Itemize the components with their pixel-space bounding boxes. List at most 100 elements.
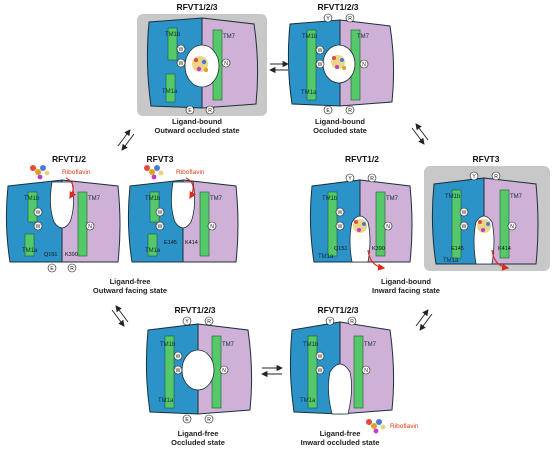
caption-line2: Occluded state (313, 126, 367, 135)
residue-r: R (207, 319, 211, 325)
state-lf-outward-rfvt3: RFVT3 TM1b TM1a TM7 W W N E145 K414 Ribo… (127, 154, 239, 263)
blue-domain (146, 17, 203, 109)
open-cavity (328, 363, 352, 415)
residue-w: W (176, 354, 181, 360)
residue-w: W (318, 368, 323, 374)
caption-line2: Inward occluded state (301, 438, 380, 447)
state-header: RFVT1/2/3 (176, 2, 217, 12)
caption-line2: Inward facing state (372, 286, 440, 295)
tm7-label: TM7 (222, 342, 235, 348)
helix-tm1a (165, 73, 176, 103)
residue-label-k414: K414 (185, 240, 198, 246)
tm1b-label: TM1b (302, 34, 318, 40)
residue-w: W (179, 47, 184, 53)
caption-line1: Ligand-free (178, 429, 219, 438)
tm1a-label: TM1a (158, 398, 174, 404)
state-header: RFVT1/2/3 (317, 2, 358, 12)
residue-y: Y (472, 174, 476, 180)
arrow-lower-right-down (419, 313, 433, 331)
tm1a-label: TM1a (162, 89, 178, 95)
tm1a-label: TM1a (443, 258, 459, 264)
riboflavin-label: Riboflavin (176, 169, 205, 176)
tm1a-label: TM1a (318, 254, 334, 260)
riboflavin-molecule-icon (30, 165, 50, 180)
residue-n: N (222, 368, 226, 374)
residue-e: E (326, 108, 330, 114)
residue-label-e145: E145 (164, 240, 177, 246)
arrow-upper-right-up (415, 123, 429, 141)
open-cavity (171, 181, 195, 229)
tm1b-label: TM1b (145, 196, 161, 202)
residue-label-q151: Q151 (44, 252, 57, 258)
caption-line1: Ligand-bound (381, 277, 431, 286)
residue-label-k390: K390 (65, 252, 78, 258)
tm7-label: TM7 (357, 34, 370, 40)
riboflavin-molecule-icon (144, 165, 164, 180)
residue-y: Y (348, 176, 352, 182)
tm1a-label: TM1a (301, 90, 317, 96)
equilibrium-arrows (111, 60, 433, 378)
residue-e: E (188, 108, 192, 114)
residue-r: R (70, 266, 74, 272)
residue-w: W (318, 354, 323, 360)
tm1b-label: TM1b (322, 196, 338, 202)
state-lb-occluded: RFVT1/2/3 TM1b TM1a TM7 W W N Y R E R Li… (287, 2, 395, 135)
entry-arrow (185, 177, 197, 200)
residue-n: N (210, 224, 214, 230)
tm7-label: TM7 (364, 342, 377, 348)
tm7-label: TM7 (510, 194, 523, 200)
caption-line1: Ligand-free (320, 429, 361, 438)
caption-line2: Occluded state (171, 438, 225, 447)
tm1a-label: TM1a (22, 248, 38, 254)
caption-line1: Ligand-bound (315, 117, 365, 126)
state-header: RFVT1/2 (52, 154, 86, 164)
state-lf-occluded: RFVT1/2/3 TM1b TM1a TM7 Y R W W N E R Li… (145, 305, 253, 447)
residue-label-k390: K390 (372, 246, 385, 252)
residue-w: W (338, 224, 343, 230)
residue-w: W (179, 61, 184, 67)
residue-y: Y (328, 319, 332, 325)
state-header: RFVT3 (147, 154, 174, 164)
residue-n: N (510, 224, 514, 230)
residue-label-q151: Q151 (334, 246, 347, 252)
state-lb-outward-occluded: RFVT1/2/3 TM1b TM1a TM7 W W N E R Ligand… (146, 2, 259, 135)
residue-w: W (318, 48, 323, 54)
residue-r: R (348, 108, 352, 114)
residue-w: W (338, 210, 343, 216)
residue-n: N (224, 61, 228, 67)
residue-n: N (88, 224, 92, 230)
residue-y: Y (185, 319, 189, 325)
riboflavin-label: Riboflavin (390, 423, 419, 430)
residue-r: R (350, 319, 354, 325)
empty-cavity (181, 349, 215, 391)
purple-domain (61, 179, 121, 263)
residue-r: R (370, 176, 374, 182)
riboflavin-label: Riboflavin (62, 169, 91, 176)
tm7-label: TM7 (223, 34, 236, 40)
state-lf-outward-caption: Ligand-free Outward facing state (93, 277, 167, 295)
state-lb-inward-rfvt3: RFVT3 TM1b TM1a TM7 Y R W W N E145 K414 (431, 154, 539, 271)
tm1b-label: TM1b (24, 196, 40, 202)
riboflavin-molecule-icon (366, 419, 386, 434)
residue-e: E (50, 266, 54, 272)
residue-w: W (36, 224, 41, 230)
residue-r: R (348, 16, 352, 22)
arrow-upper-right-down (411, 127, 425, 145)
caption-line2: Outward occluded state (154, 126, 239, 135)
arrow-lower-left-up (115, 305, 129, 323)
arrow-lower-right-up (415, 309, 429, 327)
state-header: RFVT1/2 (345, 154, 379, 164)
arrow-lower-left-down (111, 309, 125, 327)
residue-r: R (494, 174, 498, 180)
residue-w: W (158, 224, 163, 230)
purple-domain (182, 179, 239, 263)
open-cavity (50, 181, 74, 229)
state-header: RFVT1/2/3 (317, 305, 358, 315)
residue-r: R (208, 108, 212, 114)
tm1b-label: TM1b (445, 194, 461, 200)
tm1b-label: TM1b (160, 342, 176, 348)
residue-w: W (36, 210, 41, 216)
purple-domain (483, 177, 539, 265)
residue-w: W (158, 210, 163, 216)
